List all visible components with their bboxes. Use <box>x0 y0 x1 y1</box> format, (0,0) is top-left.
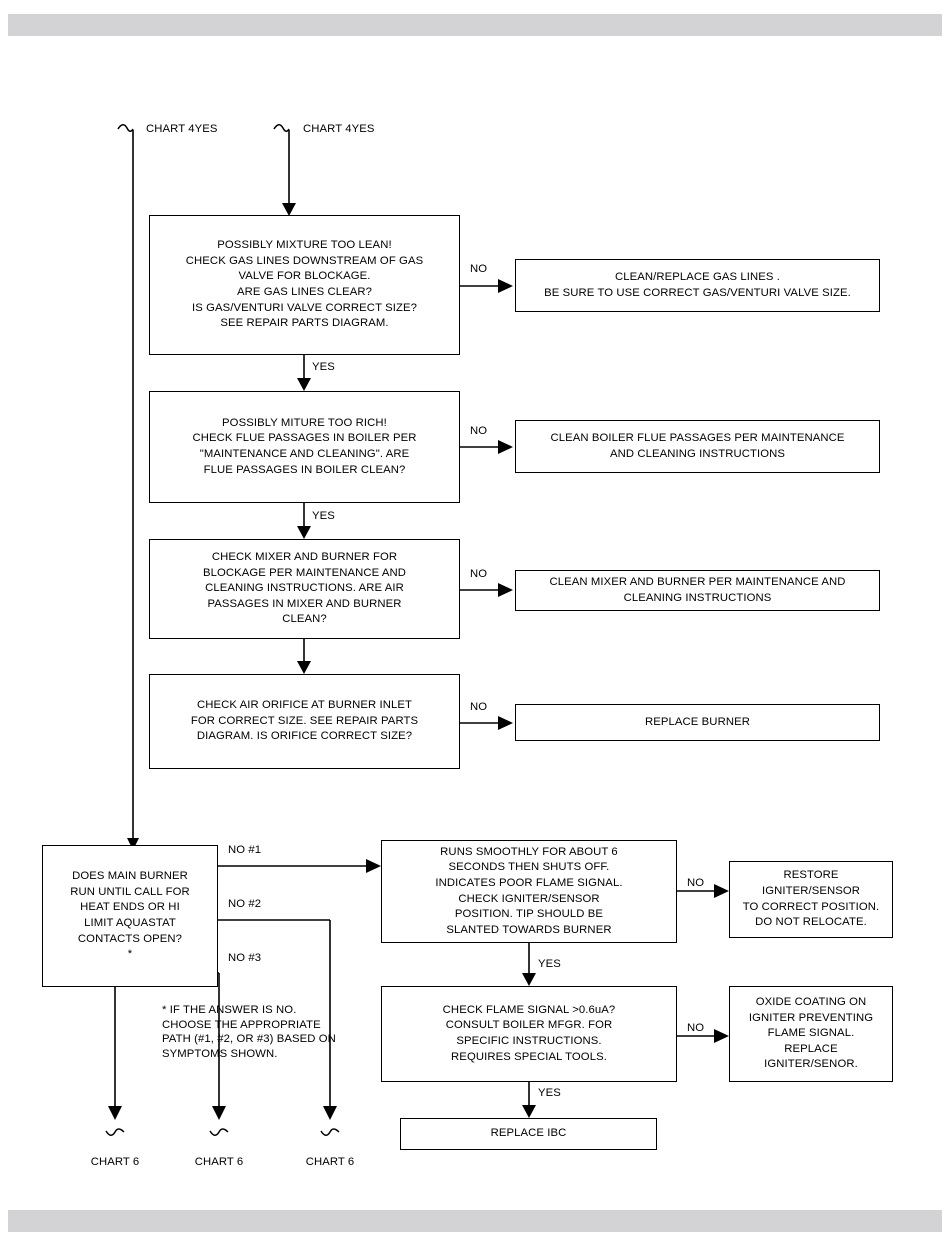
node-check-air-orifice[interactable]: CHECK AIR ORIFICE AT BURNER INLET FOR CO… <box>149 674 460 769</box>
edge-label-no-gas-lines: NO <box>470 263 488 275</box>
node-mixture-too-lean[interactable]: POSSIBLY MIXTURE TOO LEAN! CHECK GAS LIN… <box>149 215 460 355</box>
node-check-mixer-and-burner[interactable]: CHECK MIXER AND BURNER FOR BLOCKAGE PER … <box>149 539 460 639</box>
node-oxide-coating[interactable]: OXIDE COATING ON IGNITER PREVENTING FLAM… <box>729 986 893 1082</box>
edge-label-no-3: NO #3 <box>228 952 262 964</box>
edge-label-yes-flue: YES <box>312 510 335 522</box>
node-restore-igniter-sensor[interactable]: RESTORE IGNITER/SENSOR TO CORRECT POSITI… <box>729 861 893 938</box>
edge-label-no-orifice: NO <box>470 701 488 713</box>
connector-label-top-right: CHART 4YES <box>303 123 375 135</box>
node-clean-boiler-flue-passages[interactable]: CLEAN BOILER FLUE PASSAGES PER MAINTENAN… <box>515 420 880 473</box>
node-replace-ibc[interactable]: REPLACE IBC <box>400 1118 657 1150</box>
edge-label-yes-runs: YES <box>538 958 561 970</box>
header-band <box>8 14 942 36</box>
footnote-text: * IF THE ANSWER IS NO. CHOOSE THE APPROP… <box>162 1004 336 1060</box>
edge-label-no-runs: NO <box>687 877 705 889</box>
edge-label-yes-flame: YES <box>538 1087 561 1099</box>
connector-label-top-left: CHART 4YES <box>146 123 218 135</box>
connector-label-chart6-3: CHART 6 <box>305 1156 355 1168</box>
footer-band <box>8 1210 942 1232</box>
node-clean-replace-gas-lines[interactable]: CLEAN/REPLACE GAS LINES . BE SURE TO USE… <box>515 259 880 312</box>
node-does-main-burner-run[interactable]: DOES MAIN BURNER RUN UNTIL CALL FOR HEAT… <box>42 845 218 987</box>
connector-label-chart6-2: CHART 6 <box>194 1156 244 1168</box>
node-check-flame-signal[interactable]: CHECK FLAME SIGNAL >0.6uA? CONSULT BOILE… <box>381 986 677 1082</box>
connector-label-chart6-1: CHART 6 <box>90 1156 140 1168</box>
edge-label-no-mixer: NO <box>470 568 488 580</box>
node-replace-burner[interactable]: REPLACE BURNER <box>515 704 880 741</box>
edge-label-no-flame: NO <box>687 1022 705 1034</box>
edge-label-no-2: NO #2 <box>228 898 262 910</box>
node-clean-mixer-and-burner[interactable]: CLEAN MIXER AND BURNER PER MAINTENANCE A… <box>515 570 880 611</box>
edge-label-no-1: NO #1 <box>228 844 262 856</box>
node-runs-smoothly[interactable]: RUNS SMOOTHLY FOR ABOUT 6 SECONDS THEN S… <box>381 840 677 943</box>
node-mixture-too-rich[interactable]: POSSIBLY MITURE TOO RICH! CHECK FLUE PAS… <box>149 391 460 503</box>
edge-label-no-flue: NO <box>470 425 488 437</box>
edge-label-yes-gas-lines: YES <box>312 361 335 373</box>
